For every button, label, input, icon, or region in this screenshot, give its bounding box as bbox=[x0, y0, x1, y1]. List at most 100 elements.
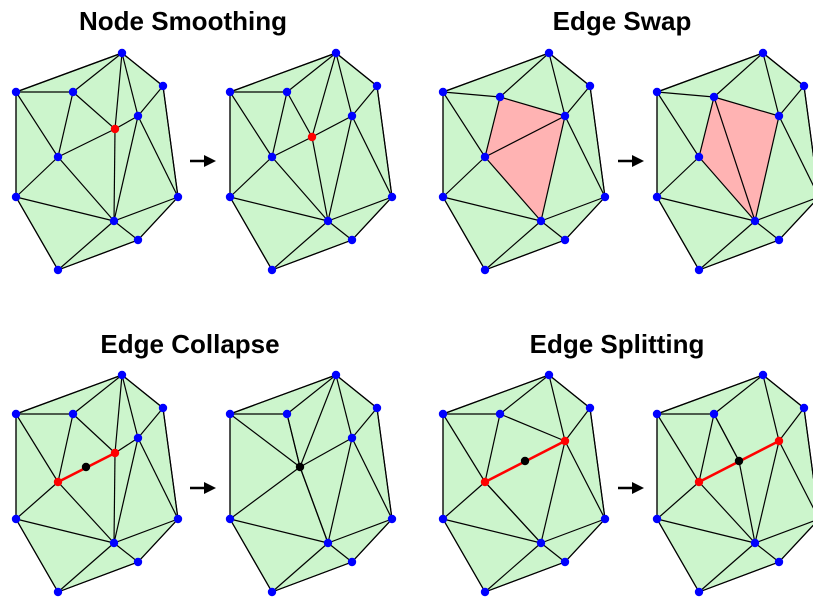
mesh-edge bbox=[442, 481, 486, 520]
mesh-edge bbox=[57, 413, 74, 483]
mesh-node bbox=[694, 477, 704, 487]
mesh-edge bbox=[229, 91, 273, 158]
mesh-edge bbox=[442, 374, 550, 415]
arrow-head bbox=[632, 482, 644, 494]
mesh-edge bbox=[778, 85, 805, 117]
mesh-node bbox=[53, 152, 63, 162]
mesh-edge bbox=[113, 437, 139, 544]
mesh-edge bbox=[351, 407, 378, 439]
mesh-edge bbox=[540, 440, 566, 544]
mesh-edge bbox=[57, 220, 115, 271]
mesh-node bbox=[11, 514, 21, 524]
mesh-edge bbox=[376, 407, 393, 520]
mesh-node bbox=[68, 409, 78, 419]
mesh-edge bbox=[698, 156, 756, 222]
mesh-edge bbox=[484, 220, 542, 271]
mesh-edge bbox=[335, 52, 378, 87]
mesh-edge bbox=[229, 466, 301, 520]
mesh-node bbox=[133, 235, 143, 245]
mesh-edge bbox=[162, 85, 179, 198]
mesh-edge bbox=[698, 96, 715, 158]
mesh-edge bbox=[713, 52, 764, 98]
mesh-node bbox=[372, 81, 382, 91]
mesh-node bbox=[158, 403, 168, 413]
mesh-node bbox=[109, 538, 119, 548]
mesh-edge bbox=[484, 239, 566, 271]
mesh-edge bbox=[351, 437, 393, 520]
mesh-edge bbox=[484, 115, 566, 158]
mesh-edge bbox=[698, 239, 780, 271]
mesh-node bbox=[225, 87, 235, 97]
mesh-edge bbox=[327, 115, 353, 222]
mesh-node bbox=[133, 433, 143, 443]
mesh-edge bbox=[762, 374, 805, 409]
mesh-node bbox=[282, 87, 292, 97]
mesh-edge bbox=[803, 85, 813, 158]
mesh-edge bbox=[299, 437, 353, 468]
mesh-node bbox=[109, 216, 119, 226]
mesh-edge bbox=[762, 52, 805, 87]
mesh-node bbox=[536, 216, 546, 226]
mesh-edge bbox=[351, 85, 378, 117]
mesh-edge bbox=[656, 196, 700, 271]
mesh-edge bbox=[442, 518, 486, 593]
mesh-edge bbox=[335, 374, 378, 409]
mesh-node bbox=[694, 587, 704, 597]
mesh-edge bbox=[72, 52, 123, 93]
mesh-node bbox=[652, 514, 662, 524]
mesh-node bbox=[799, 81, 809, 91]
mesh-node bbox=[372, 403, 382, 413]
mesh-node bbox=[387, 514, 397, 524]
mesh-node bbox=[480, 152, 490, 162]
mesh-edge bbox=[311, 115, 353, 138]
mesh-edge bbox=[335, 374, 353, 439]
mesh-node bbox=[774, 436, 784, 446]
mesh-region bbox=[442, 374, 606, 593]
mesh-edge bbox=[114, 52, 123, 130]
mesh-edge bbox=[589, 85, 606, 198]
mesh-edge bbox=[738, 460, 756, 544]
mesh-edge bbox=[137, 407, 164, 439]
mesh-edge bbox=[335, 52, 353, 117]
mesh-node bbox=[585, 403, 595, 413]
arrow-edge-collapse bbox=[190, 482, 216, 494]
mesh-node bbox=[68, 87, 78, 97]
mesh-region bbox=[229, 374, 393, 593]
mesh-edge bbox=[656, 91, 700, 158]
mesh-edge bbox=[754, 220, 780, 241]
mesh-edge bbox=[271, 220, 329, 271]
mesh-edge bbox=[286, 52, 337, 93]
mesh-edge bbox=[15, 91, 59, 158]
mesh-edge bbox=[72, 374, 123, 415]
mesh-edge bbox=[57, 156, 115, 222]
mesh-edge bbox=[778, 115, 813, 187]
mesh-edge bbox=[754, 115, 780, 222]
mesh-node bbox=[267, 152, 277, 162]
mesh-edge bbox=[564, 518, 606, 563]
mesh-node bbox=[53, 587, 63, 597]
mesh-node-smoothing-after bbox=[225, 48, 397, 275]
mesh-edge bbox=[548, 374, 566, 442]
mesh-edge bbox=[121, 374, 139, 439]
mesh-edge bbox=[327, 542, 353, 563]
mesh-node bbox=[536, 538, 546, 548]
mesh-edge bbox=[15, 518, 115, 544]
mesh-edge-collapse-after bbox=[225, 370, 397, 597]
mesh-edge bbox=[15, 481, 59, 520]
title-edge-swap: Edge Swap bbox=[553, 6, 692, 36]
mesh-edge bbox=[57, 128, 116, 158]
mesh-region bbox=[229, 52, 393, 271]
mesh-edge bbox=[656, 481, 700, 520]
mesh-edge bbox=[656, 374, 764, 415]
mesh-edge bbox=[762, 374, 780, 442]
mesh-edge bbox=[15, 196, 115, 222]
mesh-edge bbox=[57, 239, 139, 271]
mesh-node bbox=[267, 265, 277, 275]
mesh-edge bbox=[656, 52, 764, 93]
mesh-node bbox=[323, 538, 333, 548]
mesh-edge bbox=[698, 561, 780, 593]
mesh-node bbox=[282, 409, 292, 419]
mesh-node bbox=[53, 265, 63, 275]
mesh-edge bbox=[713, 374, 764, 415]
mesh-edge bbox=[656, 413, 700, 483]
